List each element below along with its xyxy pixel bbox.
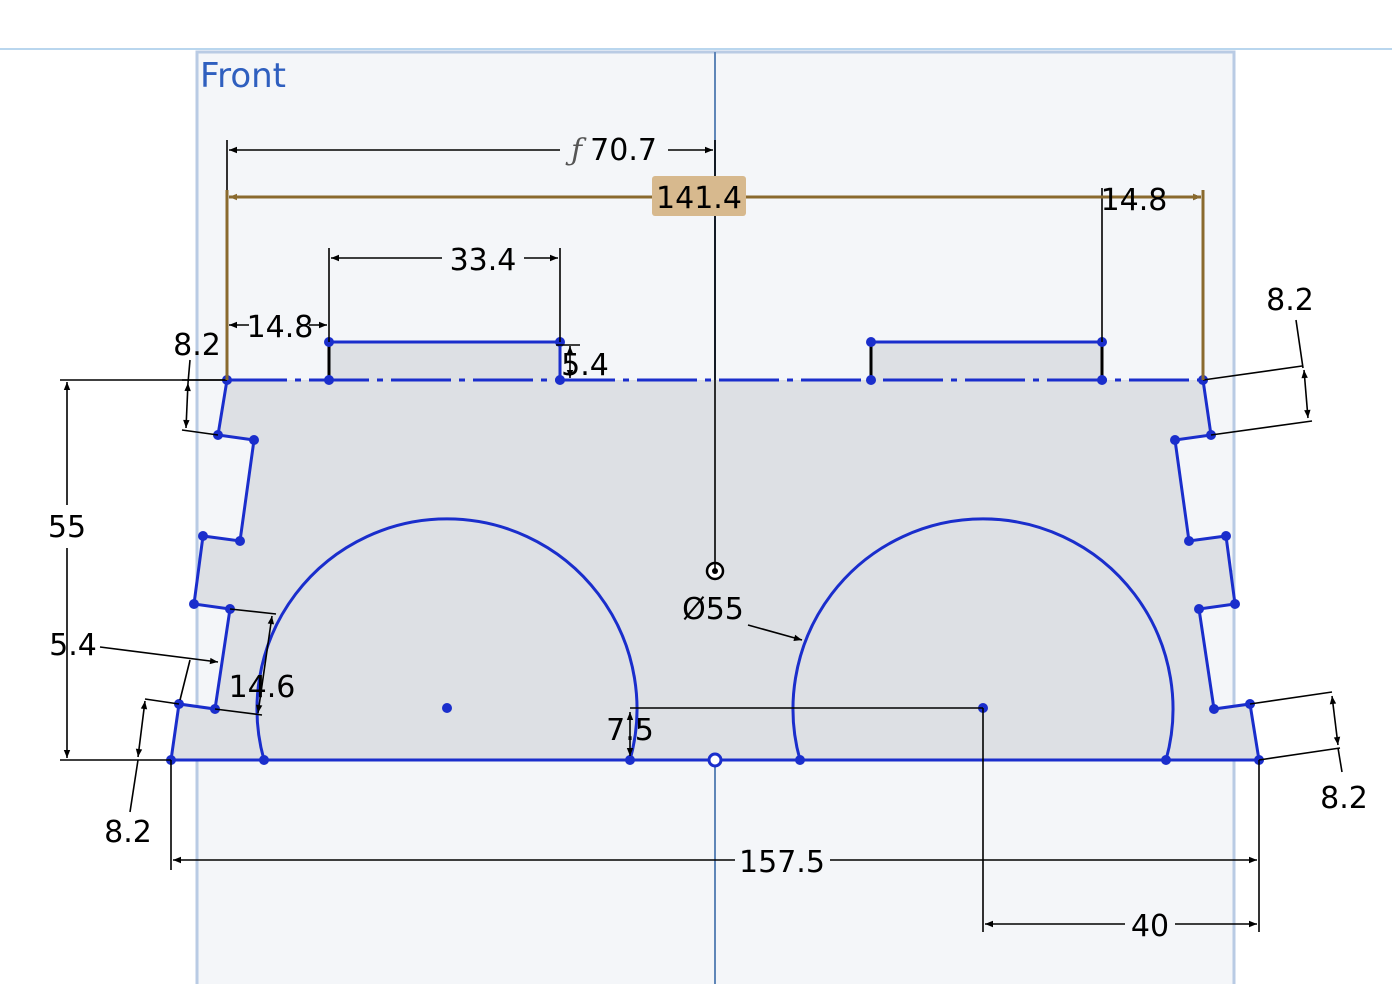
- sketch-points[interactable]: [166, 337, 1264, 765]
- dim-top-step-left[interactable]: 14.8: [247, 310, 314, 345]
- boss-vertical-edges: [327, 344, 1104, 378]
- dim-arc-center[interactable]: 40: [1131, 909, 1169, 944]
- dim-boss-height[interactable]: 5.4: [561, 348, 609, 383]
- dimension-lines: [60, 140, 1343, 932]
- dim-notch-depth[interactable]: 5.4: [49, 628, 97, 663]
- dim-arc-diameter[interactable]: Ø55: [682, 592, 744, 627]
- dim-driven-width[interactable]: 141.4: [656, 181, 742, 216]
- dim-chamfer-top-left[interactable]: 8.2: [173, 328, 221, 363]
- dim-chamfer-top-right[interactable]: 8.2: [1266, 283, 1314, 318]
- dim-chamfer-bottom-right[interactable]: 8.2: [1320, 781, 1368, 816]
- dim-boss-width[interactable]: 33.4: [450, 243, 517, 278]
- dim-top-step-right[interactable]: 14.8: [1101, 183, 1168, 218]
- right-arc: [791, 517, 1175, 761]
- dim-bottom-width[interactable]: 157.5: [739, 845, 825, 880]
- driven-dimension-lines: [225, 190, 1205, 380]
- dim-arc-offset[interactable]: 7.5: [606, 713, 654, 748]
- dim-height[interactable]: 55: [48, 510, 86, 545]
- dim-notch-height[interactable]: 14.6: [229, 670, 296, 705]
- plane-label: Front: [200, 56, 286, 96]
- dim-chamfer-bottom-left[interactable]: 8.2: [104, 815, 152, 850]
- driven-dimension-bg[interactable]: [652, 176, 746, 216]
- left-boss-region[interactable]: [329, 342, 560, 380]
- right-boss-region[interactable]: [871, 342, 1102, 380]
- origin-point[interactable]: [707, 752, 723, 768]
